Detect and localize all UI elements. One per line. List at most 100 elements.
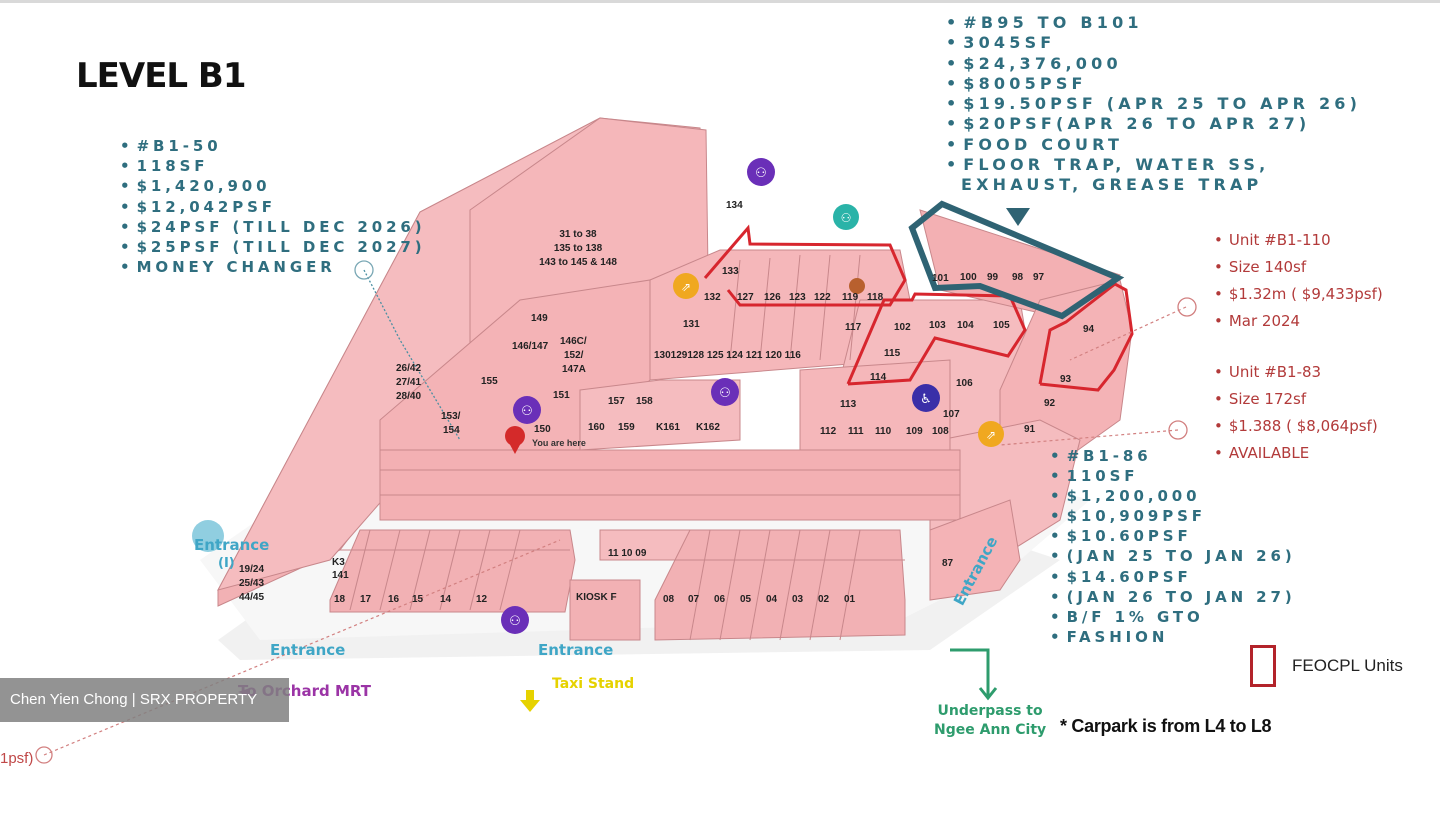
escalator-icon: ⇗ bbox=[673, 273, 699, 299]
unit-label: 155 bbox=[481, 376, 498, 387]
unit-label: 26/42 bbox=[396, 363, 421, 374]
callout-item: $1.32m ( $9,433psf) bbox=[1214, 281, 1383, 308]
unit-label: 106 bbox=[956, 378, 973, 389]
feocpl-outlines bbox=[703, 224, 1134, 392]
unit-label: 133 bbox=[722, 266, 739, 277]
callout-item: FOOD COURT bbox=[946, 135, 1361, 155]
feocpl-outline-102 bbox=[846, 292, 1027, 386]
unit-label: 97 bbox=[1033, 272, 1045, 283]
svg-text:⚇: ⚇ bbox=[521, 404, 533, 419]
unit-label: 108 bbox=[932, 426, 949, 437]
restroom-icon: ⚇ bbox=[513, 396, 541, 424]
unit-label: 07 bbox=[688, 594, 700, 605]
unit-label: 16 bbox=[388, 594, 400, 605]
callout-item: #B95 TO B101 bbox=[946, 13, 1361, 33]
unit-label: 110 bbox=[875, 426, 892, 437]
unit-label: 103 bbox=[929, 320, 946, 331]
callout-item: $19.50PSF (APR 25 TO APR 26) bbox=[946, 94, 1361, 114]
unit-label: 153/ bbox=[441, 411, 461, 422]
carpark-note: * Carpark is from L4 to L8 bbox=[1060, 716, 1272, 736]
unit-label: 98 bbox=[1012, 272, 1024, 283]
callout-item: (JAN 26 TO JAN 27) bbox=[1050, 587, 1296, 607]
unit-label: 92 bbox=[1044, 398, 1056, 409]
callout-item: (JAN 25 TO JAN 26) bbox=[1050, 546, 1296, 566]
unit-label: 152/ bbox=[564, 350, 584, 361]
feocpl-outline-93 bbox=[1038, 282, 1134, 392]
callout-item: $20PSF(APR 26 TO APR 27) bbox=[946, 114, 1361, 134]
unit-label: 154 bbox=[443, 425, 460, 436]
restroom-icon: ⚇ bbox=[711, 378, 739, 406]
unit-label: 118 bbox=[867, 292, 884, 303]
unit-label: 126 bbox=[764, 292, 781, 303]
unit-label: 122 bbox=[814, 292, 831, 303]
callout-item: FLOOR TRAP, WATER SS, bbox=[946, 155, 1361, 175]
unit-label: K3 bbox=[332, 557, 345, 568]
accessible-restroom-icon: ♿ bbox=[912, 384, 940, 412]
restroom-icon: ⚇ bbox=[747, 158, 775, 186]
svg-text:⚇: ⚇ bbox=[509, 614, 521, 629]
nursing-room-icon: ⚇ bbox=[833, 204, 859, 230]
unit-label: 100 bbox=[960, 272, 977, 283]
unit-label: 117 bbox=[845, 322, 862, 333]
unit-label: 149 bbox=[531, 313, 548, 324]
entrance-label-left: Entrance bbox=[194, 536, 270, 554]
entrance-number: (I) bbox=[218, 556, 235, 571]
callout-item: $24PSF (TILL DEC 2026) bbox=[120, 217, 426, 237]
unit-label: 113 bbox=[840, 399, 857, 410]
underpass-arrow-icon bbox=[950, 648, 998, 701]
callout-b1-110: Unit #B1-110 Size 140sf $1.32m ( $9,433p… bbox=[1214, 227, 1383, 335]
unit-label: 101 bbox=[932, 273, 949, 284]
unit-label: 27/41 bbox=[396, 377, 421, 388]
svg-text:♿: ♿ bbox=[920, 392, 932, 407]
svg-text:⇗: ⇗ bbox=[986, 428, 996, 442]
callout-item: #B1-50 bbox=[120, 136, 426, 156]
callout-item: $1,420,900 bbox=[120, 176, 426, 196]
corner-fragment: 1psf) bbox=[0, 750, 34, 767]
unit-label: 132 bbox=[704, 292, 721, 303]
callout-item: B/F 1% GTO bbox=[1050, 607, 1296, 627]
svg-text:⚇: ⚇ bbox=[841, 211, 852, 225]
unit-label: 02 bbox=[818, 594, 830, 605]
unit-label: 131 bbox=[683, 319, 700, 330]
unit-label: 159 bbox=[618, 422, 635, 433]
unit-label: K161 bbox=[656, 422, 680, 433]
feocpl-outline-119 bbox=[703, 224, 907, 307]
callout-item: $8005PSF bbox=[946, 74, 1361, 94]
food-court-pointer bbox=[1006, 208, 1030, 226]
unit-label: 105 bbox=[993, 320, 1010, 331]
unit-label: 107 bbox=[943, 409, 960, 420]
callout-item: Mar 2024 bbox=[1214, 308, 1383, 335]
unit-marker-icon bbox=[849, 278, 865, 294]
legend-swatch bbox=[1250, 645, 1276, 687]
unit-label: 127 bbox=[737, 292, 754, 303]
you-are-here-icon bbox=[505, 426, 525, 454]
food-court-outline bbox=[908, 200, 1125, 320]
callout-b95-b101: #B95 TO B101 3045SF $24,376,000 $8005PSF… bbox=[946, 13, 1361, 196]
block-k161-row bbox=[579, 379, 741, 451]
callout-item: 3045SF bbox=[946, 33, 1361, 53]
leader-node-b1-83 bbox=[1168, 420, 1188, 440]
entrance-left-icon bbox=[192, 520, 224, 552]
unit-label: 150 bbox=[534, 424, 551, 435]
unit-label: 87 bbox=[942, 558, 954, 569]
svg-text:⚇: ⚇ bbox=[719, 386, 731, 401]
svg-text:⚇: ⚇ bbox=[755, 166, 767, 181]
callout-item: AVAILABLE bbox=[1214, 440, 1378, 467]
unit-label: 146/147 bbox=[512, 341, 549, 352]
shop-divisions bbox=[340, 254, 960, 641]
entrance-label-bottom-left: Entrance bbox=[270, 641, 346, 659]
unit-label: 28/40 bbox=[396, 391, 421, 402]
svg-text:⇗: ⇗ bbox=[681, 280, 691, 294]
callout-b1-86: #B1-86 110SF $1,200,000 $10,909PSF $10.6… bbox=[1050, 446, 1296, 647]
unit-label: 91 bbox=[1024, 424, 1036, 435]
callout-item: $24,376,000 bbox=[946, 54, 1361, 74]
unit-label: 160 bbox=[588, 422, 605, 433]
unit-label: 151 bbox=[553, 390, 570, 401]
unit-label-135-138: 135 to 138 bbox=[554, 243, 603, 254]
unit-label: 99 bbox=[987, 272, 999, 283]
callout-item: FASHION bbox=[1050, 627, 1296, 647]
top-border bbox=[0, 0, 1440, 3]
leader-node-b1-110 bbox=[1177, 297, 1197, 317]
unit-label-143-148: 143 to 145 & 148 bbox=[539, 257, 617, 268]
